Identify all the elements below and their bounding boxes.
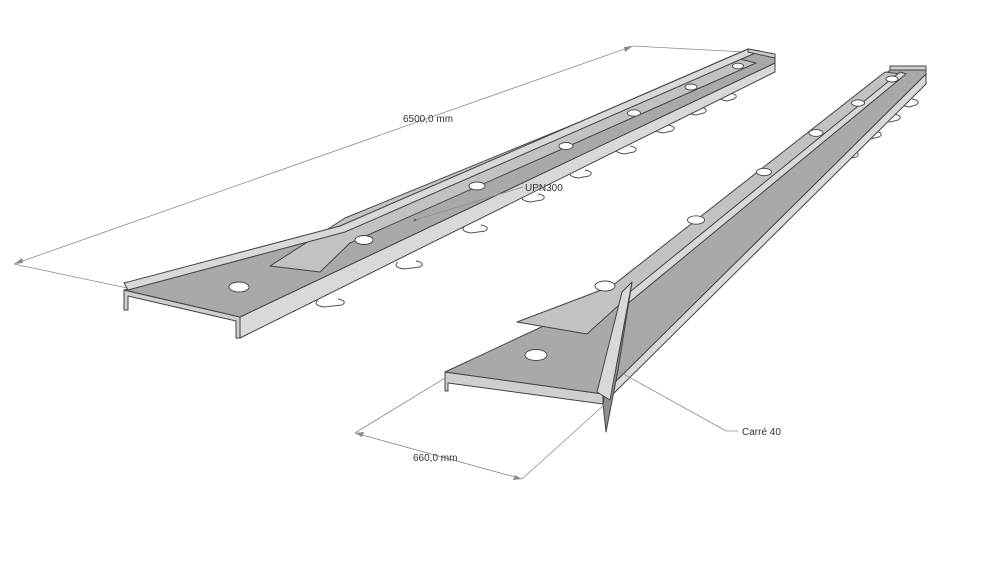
length-dimension-label: 6500,0 mm xyxy=(403,114,453,125)
right-beam xyxy=(444,65,927,433)
width-extension-line-left xyxy=(354,377,446,434)
square-tube-face xyxy=(596,281,633,401)
width-arrow-right xyxy=(513,475,522,480)
length-dimension: 6500,0 mm xyxy=(13,45,746,289)
right-beam-end-cap xyxy=(889,65,927,71)
tube-callout: Carré 40 xyxy=(619,371,781,438)
left-beam xyxy=(123,48,776,339)
right-beam-holes xyxy=(524,75,899,361)
profile-callout: UPN300 xyxy=(413,183,563,222)
left-beam-end-cap xyxy=(747,48,776,59)
profile-leader-dot xyxy=(413,218,417,222)
length-extension-line-right xyxy=(632,45,746,53)
length-extension-line-left xyxy=(13,263,128,289)
width-dimension-label: 660,0 mm xyxy=(413,453,457,464)
left-beam-lower-flange xyxy=(123,289,241,339)
tube-label: Carré 40 xyxy=(742,427,781,438)
profile-label: UPN300 xyxy=(525,183,563,194)
width-arrow-left xyxy=(355,432,364,437)
length-dimension-line xyxy=(13,45,634,265)
left-beam-holes xyxy=(228,62,744,293)
length-arrow-right xyxy=(624,46,633,52)
width-extension-line-right xyxy=(521,404,605,480)
width-dimension-line xyxy=(354,432,523,480)
tube-leader-line xyxy=(619,371,738,432)
length-arrow-left xyxy=(14,258,23,264)
width-dimension: 660,0 mm xyxy=(354,377,605,480)
profile-leader-line xyxy=(414,186,524,221)
